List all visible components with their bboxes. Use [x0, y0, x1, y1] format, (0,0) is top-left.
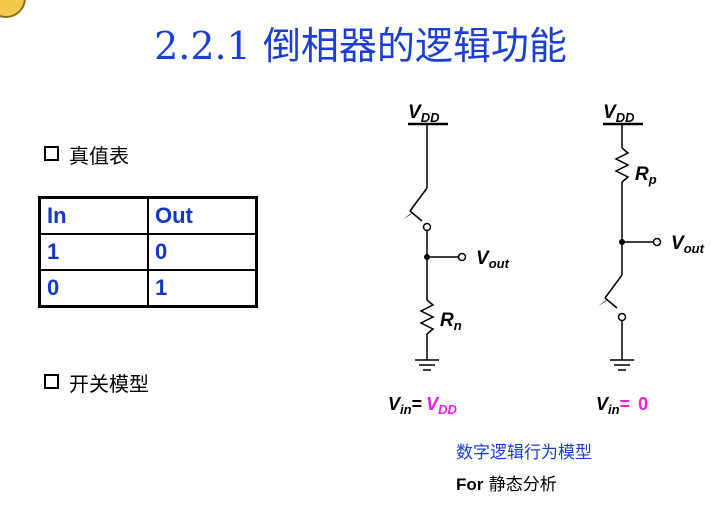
input-condition: Vin=VDD	[388, 394, 457, 417]
caption-model: 数字逻辑行为模型	[456, 443, 592, 463]
switch	[598, 274, 627, 322]
ground-icon	[610, 359, 634, 371]
supply-label: VDD	[408, 102, 440, 125]
slide-title: 2.2.1 倒相器的逻辑功能	[154, 24, 567, 68]
resistor	[419, 299, 435, 335]
circuit-left: VDD Vout Rn Vin=VDD	[388, 102, 510, 417]
bullet-square-icon	[44, 146, 59, 161]
bullet-square-icon	[44, 374, 59, 389]
table-header-cell: In	[38, 196, 149, 235]
caption-suffix: 静态分析	[488, 475, 557, 495]
bullet-label: 真值表	[69, 144, 129, 168]
input-condition: Vin=0	[596, 394, 648, 417]
table-row: 0 1	[38, 269, 258, 308]
truth-table: In Out 1 0 0 1	[38, 196, 258, 308]
output-label: Vout	[476, 248, 510, 271]
circuit-diagram: VDD Vout Rn Vin=VDD VDD Rp	[388, 102, 705, 417]
resistor	[614, 147, 630, 183]
resistor-label: Rn	[440, 310, 462, 333]
caption-analysis: For 静态分析	[456, 470, 557, 495]
ground-icon	[415, 359, 439, 371]
switch	[403, 187, 432, 232]
resistor-label: Rp	[635, 164, 657, 187]
table-cell: 1	[147, 269, 258, 308]
table-header-row: In Out	[38, 196, 258, 235]
bullet-label: 开关模型	[69, 372, 149, 396]
supply-label: VDD	[603, 102, 635, 125]
table-header-cell: Out	[147, 196, 258, 235]
logo-icon	[0, 0, 26, 18]
circuit-right: VDD Rp Vout Vin=0	[596, 102, 705, 417]
bullet-switch-model: 开关模型	[44, 368, 149, 397]
table-cell: 0	[147, 233, 258, 271]
output-terminal	[457, 252, 467, 262]
output-label: Vout	[671, 233, 705, 256]
table-row: 1 0	[38, 233, 258, 271]
output-terminal	[652, 237, 662, 247]
table-cell: 0	[38, 269, 149, 308]
bullet-truth-table: 真值表	[44, 140, 129, 169]
caption-prefix: For	[456, 475, 484, 494]
table-cell: 1	[38, 233, 149, 271]
